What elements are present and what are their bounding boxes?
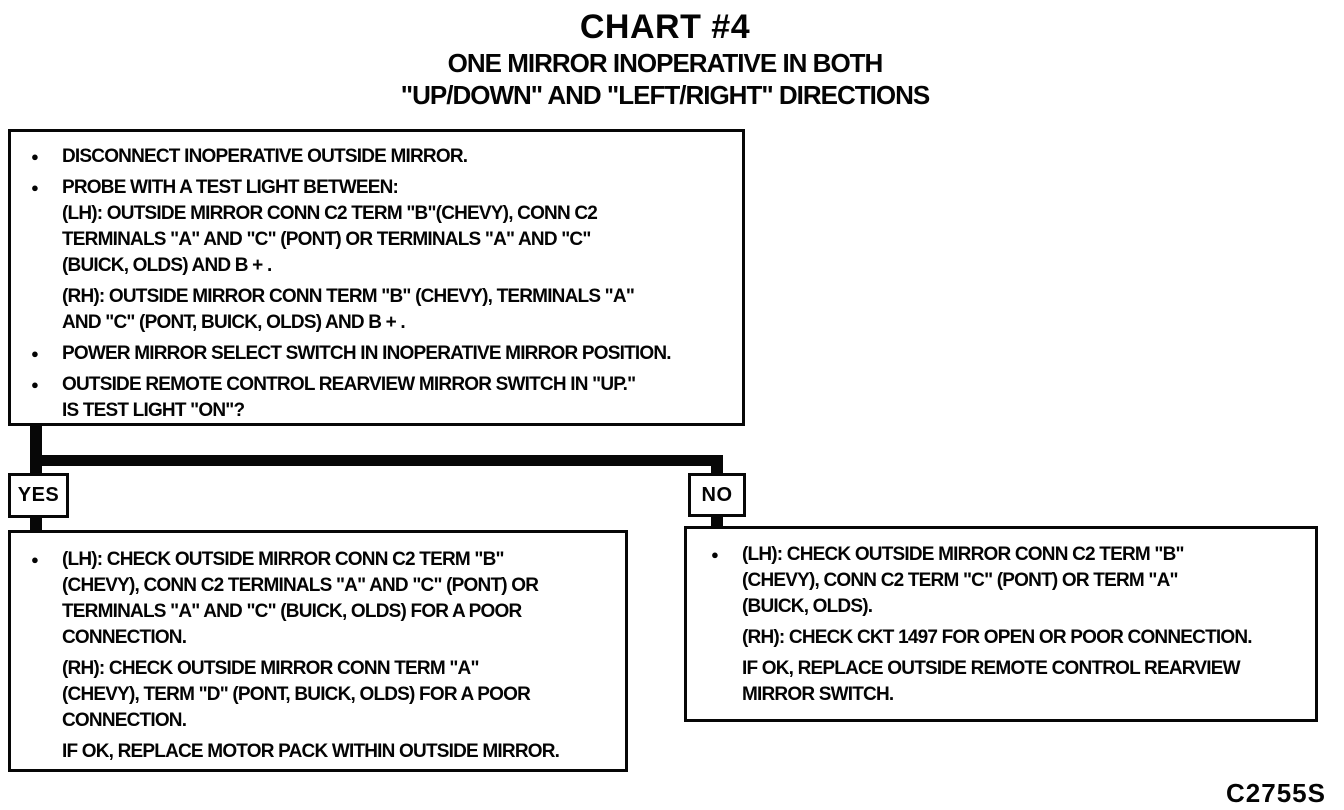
bullet-spacer [711,656,742,708]
procedure-item: (RH): OUTSIDE MIRROR CONN TERM "B" (CHEV… [31,284,736,336]
chart-title: CHART #4 ONE MIRROR INOPERATIVE IN BOTH … [0,8,1330,111]
procedure-text: POWER MIRROR SELECT SWITCH IN INOPERATIV… [62,343,672,364]
yes-result-box: ● (LH): CHECK OUTSIDE MIRROR CONN C2 TER… [8,530,628,772]
connector-right-vertical [711,455,723,473]
result-text: (LH): CHECK OUTSIDE MIRROR CONN C2 TERM … [62,549,539,648]
procedure-item: ● POWER MIRROR SELECT SWITCH IN INOPERAT… [31,341,736,367]
result-text: IF OK, REPLACE OUTSIDE REMOTE CONTROL RE… [742,658,1241,705]
figure-code: C2755S [1226,778,1326,808]
result-text: IF OK, REPLACE MOTOR PACK WITHIN OUTSIDE… [62,741,560,762]
result-text: (RH): CHECK CKT 1497 FOR OPEN OR POOR CO… [742,627,1253,648]
yes-label-text: YES [17,484,60,506]
chart-title-line3: "UP/DOWN" AND "LEFT/RIGHT" DIRECTIONS [400,79,930,110]
result-item: IF OK, REPLACE MOTOR PACK WITHIN OUTSIDE… [31,739,621,765]
bullet-icon: ● [31,149,39,164]
bullet-spacer [31,739,62,765]
result-item: ● (LH): CHECK OUTSIDE MIRROR CONN C2 TER… [31,547,621,651]
diagnostic-procedure-box: ● DISCONNECT INOPERATIVE OUTSIDE MIRROR.… [8,129,745,426]
connector-yes-stub [30,517,42,531]
result-item: (RH): CHECK OUTSIDE MIRROR CONN TERM "A"… [31,656,621,734]
no-branch-label: NO [688,473,746,517]
bullet-spacer [31,656,62,734]
result-item: (RH): CHECK CKT 1497 FOR OPEN OR POOR CO… [711,625,1311,651]
procedure-text: PROBE WITH A TEST LIGHT BETWEEN: (LH): O… [62,177,598,276]
procedure-item: ● OUTSIDE REMOTE CONTROL REARVIEW MIRROR… [31,372,736,424]
procedure-text: DISCONNECT INOPERATIVE OUTSIDE MIRROR. [62,146,468,167]
result-text: (LH): CHECK OUTSIDE MIRROR CONN C2 TERM … [742,544,1185,617]
procedure-item: ● DISCONNECT INOPERATIVE OUTSIDE MIRROR. [31,144,736,170]
no-result-box: ● (LH): CHECK OUTSIDE MIRROR CONN C2 TER… [684,526,1318,722]
result-text: (RH): CHECK OUTSIDE MIRROR CONN TERM "A"… [62,658,531,731]
bullet-icon: ● [711,547,719,562]
procedure-item: ● PROBE WITH A TEST LIGHT BETWEEN: (LH):… [31,175,736,279]
procedure-text: OUTSIDE REMOTE CONTROL REARVIEW MIRROR S… [62,374,636,421]
result-item: IF OK, REPLACE OUTSIDE REMOTE CONTROL RE… [711,656,1311,708]
bullet-icon: ● [31,180,39,195]
procedure-text: (RH): OUTSIDE MIRROR CONN TERM "B" (CHEV… [62,286,635,333]
yes-branch-label: YES [8,473,69,518]
chart-title-line2: ONE MIRROR INOPERATIVE IN BOTH [447,48,884,79]
bullet-icon: ● [31,377,39,392]
bullet-spacer [31,284,62,336]
no-label-text: NO [701,483,733,506]
bullet-icon: ● [31,552,39,567]
chart-title-line1: CHART #4 [579,8,751,46]
result-item: ● (LH): CHECK OUTSIDE MIRROR CONN C2 TER… [711,542,1311,620]
bullet-spacer [711,625,742,651]
connector-no-stub [711,516,723,527]
connector-horizontal-bar [30,455,723,466]
bullet-icon: ● [31,346,39,361]
